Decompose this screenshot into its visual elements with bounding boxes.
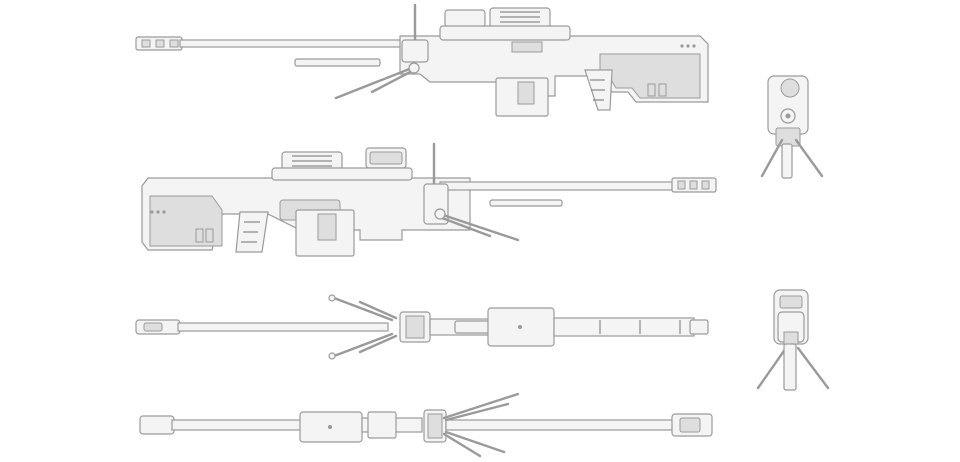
side-view-right xyxy=(135,3,709,117)
front-view xyxy=(760,75,824,179)
side-view-left xyxy=(141,142,717,257)
top-view xyxy=(135,294,709,360)
rear-view xyxy=(756,289,830,391)
bottom-view xyxy=(139,392,713,458)
